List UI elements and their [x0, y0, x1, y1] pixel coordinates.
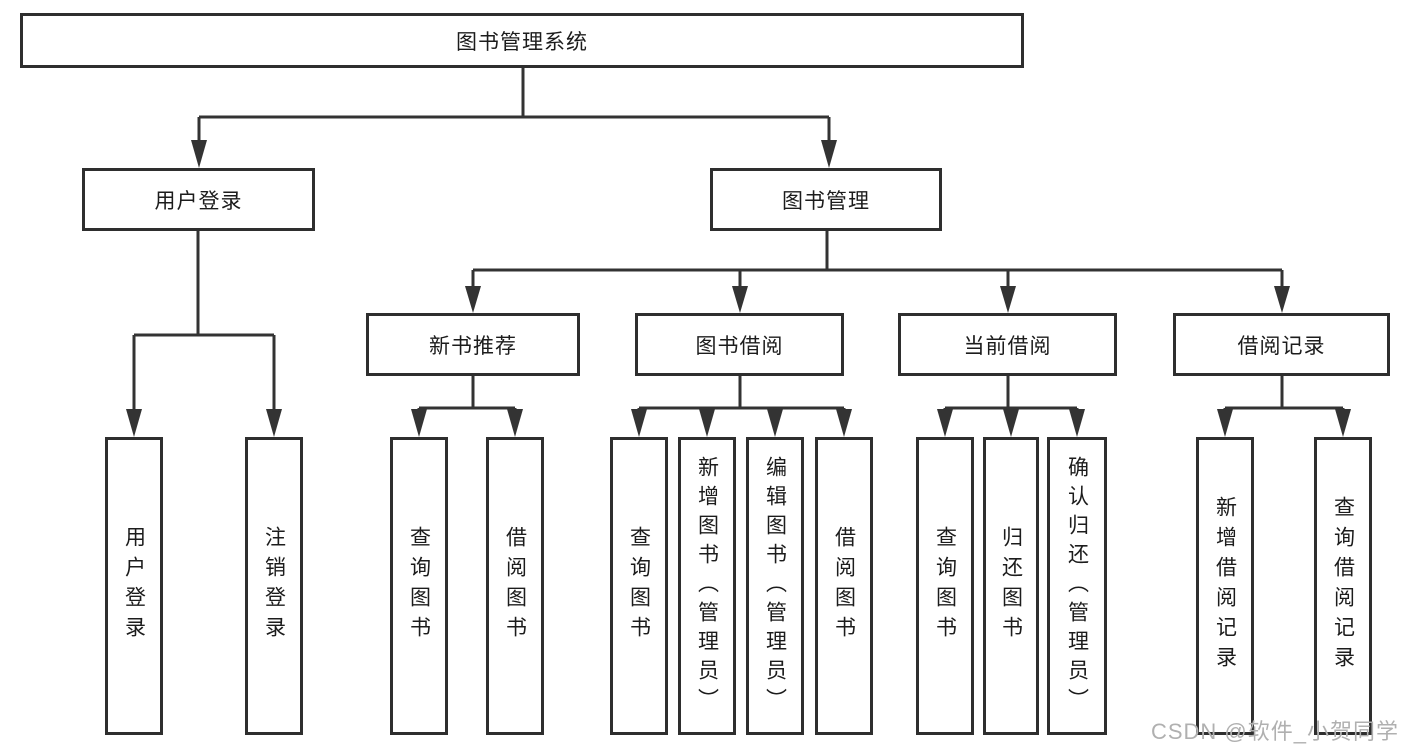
leaf-confirm-return-admin: 确认归还（管理员） — [1047, 437, 1107, 735]
leaf-query-books-recommend: 查询图书 — [390, 437, 448, 735]
leaf-add-books-admin: 新增图书（管理员） — [678, 437, 736, 735]
leaf-logout: 注销登录 — [245, 437, 303, 735]
node-book-borrowing: 图书借阅 — [635, 313, 844, 376]
csdn-watermark: CSDN @软件_小贺同学 — [1150, 719, 1399, 744]
leaf-query-books-borrowing: 查询图书 — [610, 437, 668, 735]
leaf-add-borrow-record: 新增借阅记录 — [1196, 437, 1254, 735]
leaf-edit-books-admin: 编辑图书（管理员） — [746, 437, 804, 735]
leaf-borrow-books-recommend: 借阅图书 — [486, 437, 544, 735]
leaf-query-borrow-record: 查询借阅记录 — [1314, 437, 1372, 735]
node-user-login: 用户登录 — [82, 168, 315, 231]
node-new-book-recommendation: 新书推荐 — [366, 313, 580, 376]
node-library-management-system: 图书管理系统 — [20, 13, 1024, 68]
leaf-borrow-books: 借阅图书 — [815, 437, 873, 735]
node-borrowing-records: 借阅记录 — [1173, 313, 1390, 376]
node-current-borrowing: 当前借阅 — [898, 313, 1117, 376]
node-book-management: 图书管理 — [710, 168, 942, 231]
leaf-user-login: 用户登录 — [105, 437, 163, 735]
leaf-query-books-current: 查询图书 — [916, 437, 974, 735]
leaf-return-books: 归还图书 — [983, 437, 1039, 735]
